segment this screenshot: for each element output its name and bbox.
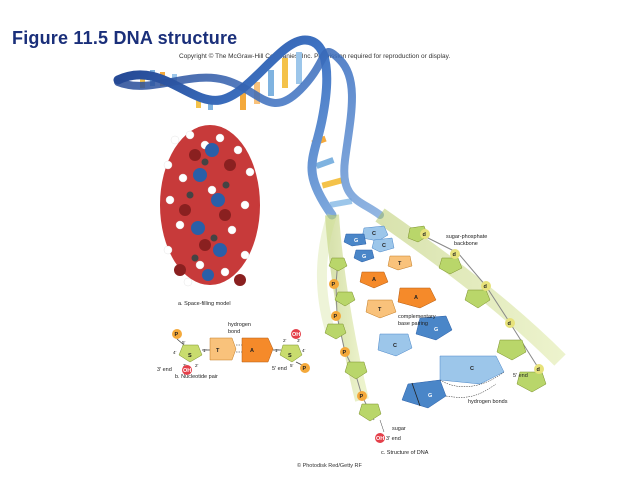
svg-text:C: C (470, 366, 474, 372)
svg-text:1′: 1′ (275, 348, 279, 353)
panel-c-caption: c. Structure of DNA (381, 450, 429, 456)
svg-text:base pairing: base pairing (398, 321, 428, 327)
svg-text:A: A (372, 277, 376, 283)
svg-text:S: S (288, 353, 292, 359)
svg-text:4′: 4′ (173, 350, 177, 355)
svg-text:A: A (414, 295, 418, 301)
svg-text:P: P (343, 350, 347, 356)
figure-title: Figure 11.5 DNA structure (12, 28, 238, 48)
copyright-notice: Copyright © The McGraw-Hill Companies, I… (179, 53, 451, 60)
base-a (241, 337, 274, 363)
sugar-right (279, 344, 303, 363)
svg-text:2′: 2′ (195, 363, 199, 368)
svg-text:backbone: backbone (454, 241, 478, 247)
svg-text:sugar-phosphate: sugar-phosphate (446, 234, 487, 240)
svg-text:1′: 1′ (203, 348, 207, 353)
phosphate-left (172, 329, 182, 339)
svg-text:d: d (484, 284, 487, 290)
photo-credit: © Photodisk Red/Getty RF (297, 463, 362, 469)
svg-text:complementary: complementary (398, 314, 436, 320)
dna-ladder: P P P P OH 3′ end sugar d d d (324, 225, 547, 456)
svg-text:d: d (423, 232, 426, 238)
svg-text:A: A (250, 348, 254, 354)
sugar-left (178, 344, 203, 363)
svg-text:C: C (372, 231, 376, 237)
svg-text:3′: 3′ (183, 363, 187, 368)
panel-a-caption: a. Space-filling model (178, 301, 231, 307)
svg-text:T: T (378, 307, 382, 313)
svg-text:5′ end: 5′ end (272, 366, 287, 372)
svg-text:5′: 5′ (290, 363, 294, 368)
svg-text:4′: 4′ (302, 348, 306, 353)
svg-text:bond: bond (228, 329, 240, 335)
base-pairs: C G G C T A A T G C C (343, 225, 505, 409)
svg-text:G: G (428, 393, 432, 399)
svg-text:C: C (393, 343, 397, 349)
svg-text:P: P (360, 394, 364, 400)
svg-text:sugar: sugar (392, 426, 406, 432)
left-backbone: P P P P OH 3′ end sugar (324, 257, 406, 443)
space-filling-model: a. Space-filling model (160, 125, 260, 307)
svg-text:OH: OH (183, 368, 191, 374)
svg-text:5′: 5′ (182, 340, 186, 345)
svg-text:5′ end: 5′ end (513, 373, 528, 379)
oh-right (291, 329, 301, 339)
svg-text:G: G (354, 238, 358, 244)
svg-text:P: P (175, 332, 179, 338)
svg-text:d: d (453, 252, 456, 258)
nucleotide-pair: P 5′ S 4′ 3′ 2′ 1′ OH 3′ end T hydrogen … (157, 322, 310, 380)
svg-text:3′ end: 3′ end (386, 436, 401, 442)
svg-text:C: C (382, 243, 386, 249)
panel-b-caption: b. Nucleotide pair (175, 374, 218, 380)
oh-left (182, 365, 192, 375)
oh-bottom (375, 433, 385, 443)
svg-text:d: d (537, 367, 540, 373)
svg-text:G: G (434, 327, 438, 333)
svg-text:P: P (303, 366, 307, 372)
right-backbone: d d d d d 5′ end sugar-phosphate backbon… (407, 225, 547, 393)
svg-text:OH: OH (376, 436, 384, 442)
svg-text:T: T (216, 348, 220, 354)
svg-text:T: T (398, 261, 402, 267)
svg-text:P: P (334, 314, 338, 320)
svg-text:S: S (188, 353, 192, 359)
svg-text:3′ end: 3′ end (157, 367, 172, 373)
base-t (209, 337, 237, 361)
svg-text:P: P (332, 282, 336, 288)
svg-text:OH: OH (292, 332, 300, 338)
svg-text:hydrogen bonds: hydrogen bonds (468, 399, 508, 405)
phosphate-right (300, 363, 310, 373)
svg-text:G: G (362, 254, 366, 260)
svg-text:hydrogen: hydrogen (228, 322, 251, 328)
svg-text:d: d (508, 321, 511, 327)
svg-text:3′: 3′ (297, 338, 301, 343)
svg-text:2′: 2′ (283, 338, 287, 343)
